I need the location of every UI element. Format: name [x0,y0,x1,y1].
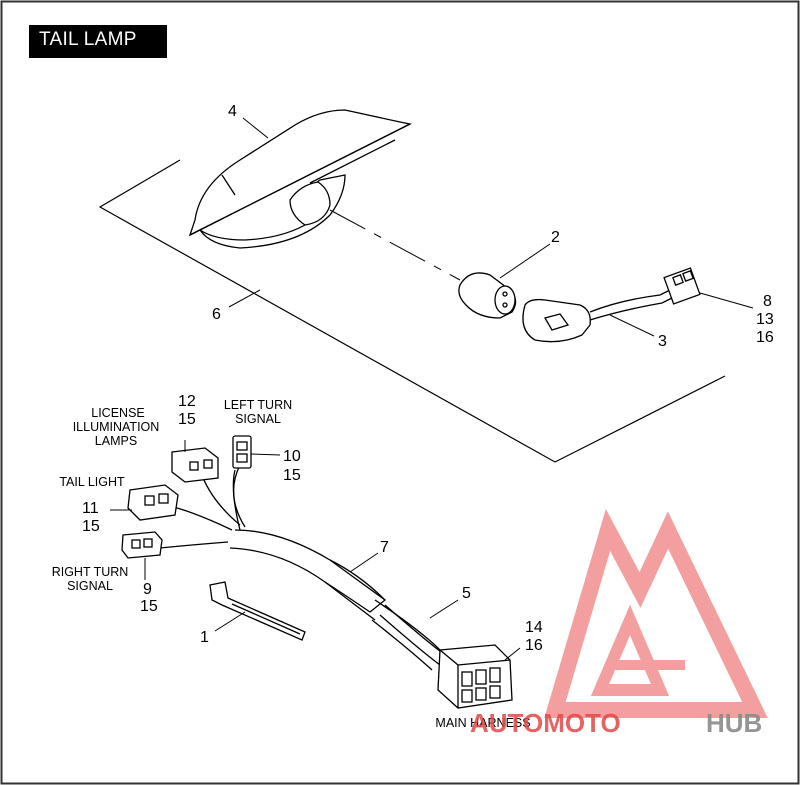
license-lamp-connector [171,447,219,483]
label-license-1: LICENSE [91,406,145,420]
callout-7: 7 [380,539,389,556]
callout-5: 5 [462,585,471,602]
watermark-logo [544,508,768,718]
callout-10: 10 [283,448,301,465]
cable-strap [209,581,306,641]
callout-6: 6 [212,306,221,323]
main-harness-connector [437,644,513,709]
callout-1: 1 [200,629,209,646]
title-box [29,25,167,58]
callout-8: 8 [763,293,772,310]
tail-lamp-housing [188,109,412,249]
label-left-turn-2: SIGNAL [235,412,281,426]
callout-2: 2 [551,229,560,246]
callout-9: 9 [143,581,152,598]
label-right-turn-2: SIGNAL [67,579,113,593]
page-title: TAIL LAMP [39,29,137,50]
tail-light-connector [127,484,179,521]
right-turn-connector [121,531,163,559]
callout-15-license: 15 [178,411,196,428]
callout-12: 12 [178,393,196,410]
callout-13: 13 [756,311,774,328]
leader-lines [110,117,754,661]
left-turn-connector [232,435,252,469]
label-tail-light: TAIL LIGHT [59,475,125,489]
label-license-3: LAMPS [95,434,137,448]
label-main-harness: MAIN HARNESS [435,716,530,730]
mounting-plane [98,159,726,463]
bulb-axis [329,209,461,281]
label-right-turn-1: RIGHT TURN [52,565,129,579]
callout-16-main: 16 [525,637,543,654]
callout-15-tail: 15 [82,518,100,535]
label-left-turn-1: LEFT TURN [224,398,292,412]
bulb [458,272,517,319]
label-license-2: ILLUMINATION [73,420,160,434]
callout-15-right: 15 [140,598,158,615]
callout-3: 3 [658,333,667,350]
callout-15-left: 15 [283,467,301,484]
callout-16: 16 [756,329,774,346]
callout-14: 14 [525,619,543,636]
callout-11: 11 [82,500,99,517]
callout-4: 4 [228,103,237,120]
watermark-text: AUTOMOTO HUB [470,708,762,738]
bulb-socket [522,267,701,343]
watermark-text-a: AUTOMOTO [470,708,621,738]
watermark-text-b: HUB [706,708,762,738]
